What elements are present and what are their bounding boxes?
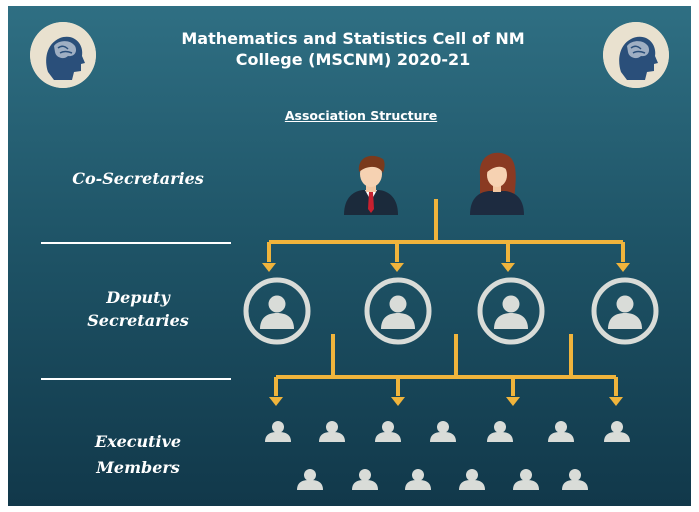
man-avatar-icon <box>344 155 398 215</box>
connector-bottom <box>274 334 618 396</box>
arrow-down-icon <box>262 263 276 272</box>
poster-title-line1: Mathematics and Statistics Cell of NM <box>181 29 525 48</box>
executive-member-icon <box>604 421 630 442</box>
arrow-down-icon <box>391 397 405 406</box>
arrow-down-icon <box>609 397 623 406</box>
executive-member-icon <box>352 469 378 490</box>
deputy-label-line2: Secretaries <box>87 311 189 330</box>
divider-bottom <box>41 378 231 380</box>
left-logo-icon <box>30 22 96 88</box>
executive-member-icon <box>487 421 513 442</box>
co-secretaries-label: Co-Secretaries <box>72 169 204 188</box>
executive-member-icon <box>430 421 456 442</box>
arrow-down-icon <box>616 263 630 272</box>
connector-top <box>267 199 625 262</box>
executive-label-line1: Executive <box>94 432 182 451</box>
poster-subtitle: Association Structure <box>284 108 438 123</box>
arrow-down-icon <box>269 397 283 406</box>
deputy-secretary-icon <box>480 280 542 342</box>
right-logo-icon <box>603 22 669 88</box>
deputy-secretary-icon <box>246 280 308 342</box>
executive-member-icon <box>513 469 539 490</box>
poster-title-line2: College (MSCNM) 2020-21 <box>235 50 471 69</box>
woman-avatar-icon <box>470 152 524 215</box>
executive-member-icon <box>375 421 401 442</box>
executive-member-icon <box>562 469 588 490</box>
executive-label-line2: Members <box>96 458 180 477</box>
executive-member-icon <box>319 421 345 442</box>
deputy-secretary-icon <box>594 280 656 342</box>
executive-member-icon <box>297 469 323 490</box>
divider-top <box>41 242 231 244</box>
executive-member-icon <box>405 469 431 490</box>
hierarchy-diagram <box>8 152 691 490</box>
deputy-secretary-icon <box>367 280 429 342</box>
arrow-down-icon <box>501 263 515 272</box>
arrow-down-icon <box>390 263 404 272</box>
executive-member-icon <box>548 421 574 442</box>
executive-member-icon <box>265 421 291 442</box>
executive-member-icon <box>459 469 485 490</box>
arrow-down-icon <box>506 397 520 406</box>
org-chart-poster: Mathematics and Statistics Cell of NM Co… <box>8 6 691 506</box>
deputy-label-line1: Deputy <box>106 288 170 307</box>
